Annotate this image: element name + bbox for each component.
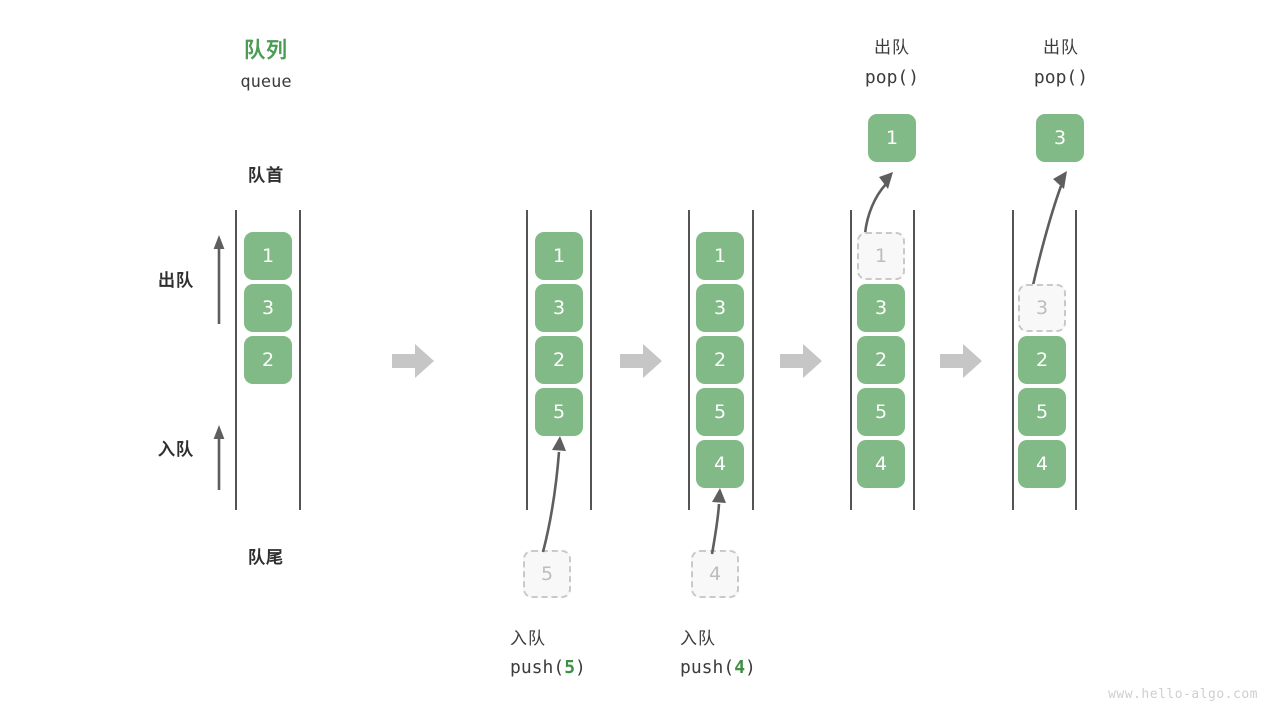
incoming-element-ghost: 4 — [691, 550, 739, 598]
queue-element: 1 — [535, 232, 583, 280]
popped-element: 1 — [868, 114, 916, 162]
queue-rail-right — [913, 210, 915, 510]
push-code-suffix: ) — [575, 657, 586, 678]
queue-rail-left — [235, 210, 237, 510]
queue-element: 2 — [857, 336, 905, 384]
queue-rail-right — [752, 210, 754, 510]
queue-element: 1 — [696, 232, 744, 280]
queue-rail-left — [1012, 210, 1014, 510]
queue-element-new: 4 — [696, 440, 744, 488]
push-motion-arrow-icon — [541, 436, 566, 553]
pop-motion-arrow-icon — [863, 172, 893, 235]
queue-element: 1 — [244, 232, 292, 280]
queue-element: 5 — [696, 388, 744, 436]
queue-element: 4 — [857, 440, 905, 488]
push-code-suffix: ) — [745, 657, 756, 678]
push-code-prefix: push( — [510, 657, 565, 678]
push-op-label-cn: 入队 — [680, 629, 716, 649]
incoming-element-ghost: 5 — [523, 550, 571, 598]
queue-rail-right — [590, 210, 592, 510]
push-op-label-cn: 入队 — [510, 629, 546, 649]
queue-title-en: queue — [240, 72, 292, 92]
push-op-code: push(5) — [478, 657, 670, 678]
queue-rail-left — [526, 210, 528, 510]
pop-op-code: pop() — [1033, 67, 1089, 88]
push-op-code: push(4) — [648, 657, 840, 678]
queue-element: 3 — [857, 284, 905, 332]
queue-element: 4 — [1018, 440, 1066, 488]
queue-element: 3 — [696, 284, 744, 332]
queue-rail-right — [1075, 210, 1077, 510]
dequeue-direction-arrow-icon — [213, 235, 225, 324]
enqueue-direction-arrow-icon — [213, 425, 225, 490]
pop-op-code: pop() — [864, 67, 920, 88]
step-separator-arrow-icon — [940, 344, 982, 378]
step-separator-arrow-icon — [620, 344, 662, 378]
pop-op-label-cn: 出队 — [1043, 38, 1079, 58]
popped-element: 3 — [1036, 114, 1084, 162]
queue-rail-left — [688, 210, 690, 510]
queue-element-new: 5 — [535, 388, 583, 436]
queue-element: 5 — [857, 388, 905, 436]
queue-title-cn: 队列 — [244, 38, 288, 62]
queue-element: 2 — [1018, 336, 1066, 384]
queue-front-label: 队首 — [248, 166, 284, 186]
push-code-arg: 5 — [564, 657, 576, 678]
queue-element: 2 — [535, 336, 583, 384]
push-motion-arrow-icon — [710, 488, 726, 555]
queue-rail-left — [850, 210, 852, 510]
removed-element-ghost: 1 — [857, 232, 905, 280]
push-code-prefix: push( — [680, 657, 735, 678]
queue-rail-right — [299, 210, 301, 510]
queue-back-label: 队尾 — [248, 548, 284, 568]
queue-element: 3 — [535, 284, 583, 332]
enqueue-direction-label: 入队 — [158, 440, 194, 460]
push-code-arg: 4 — [734, 657, 746, 678]
pop-op-label-cn: 出队 — [874, 38, 910, 58]
pop-motion-arrow-icon — [1030, 171, 1067, 291]
queue-element: 3 — [244, 284, 292, 332]
watermark: www.hello-algo.com — [1108, 687, 1258, 702]
removed-element-ghost: 3 — [1018, 284, 1066, 332]
queue-element: 2 — [244, 336, 292, 384]
queue-element: 5 — [1018, 388, 1066, 436]
dequeue-direction-label: 出队 — [158, 271, 194, 291]
step-separator-arrow-icon — [780, 344, 822, 378]
step-separator-arrow-icon — [392, 344, 434, 378]
queue-element: 2 — [696, 336, 744, 384]
